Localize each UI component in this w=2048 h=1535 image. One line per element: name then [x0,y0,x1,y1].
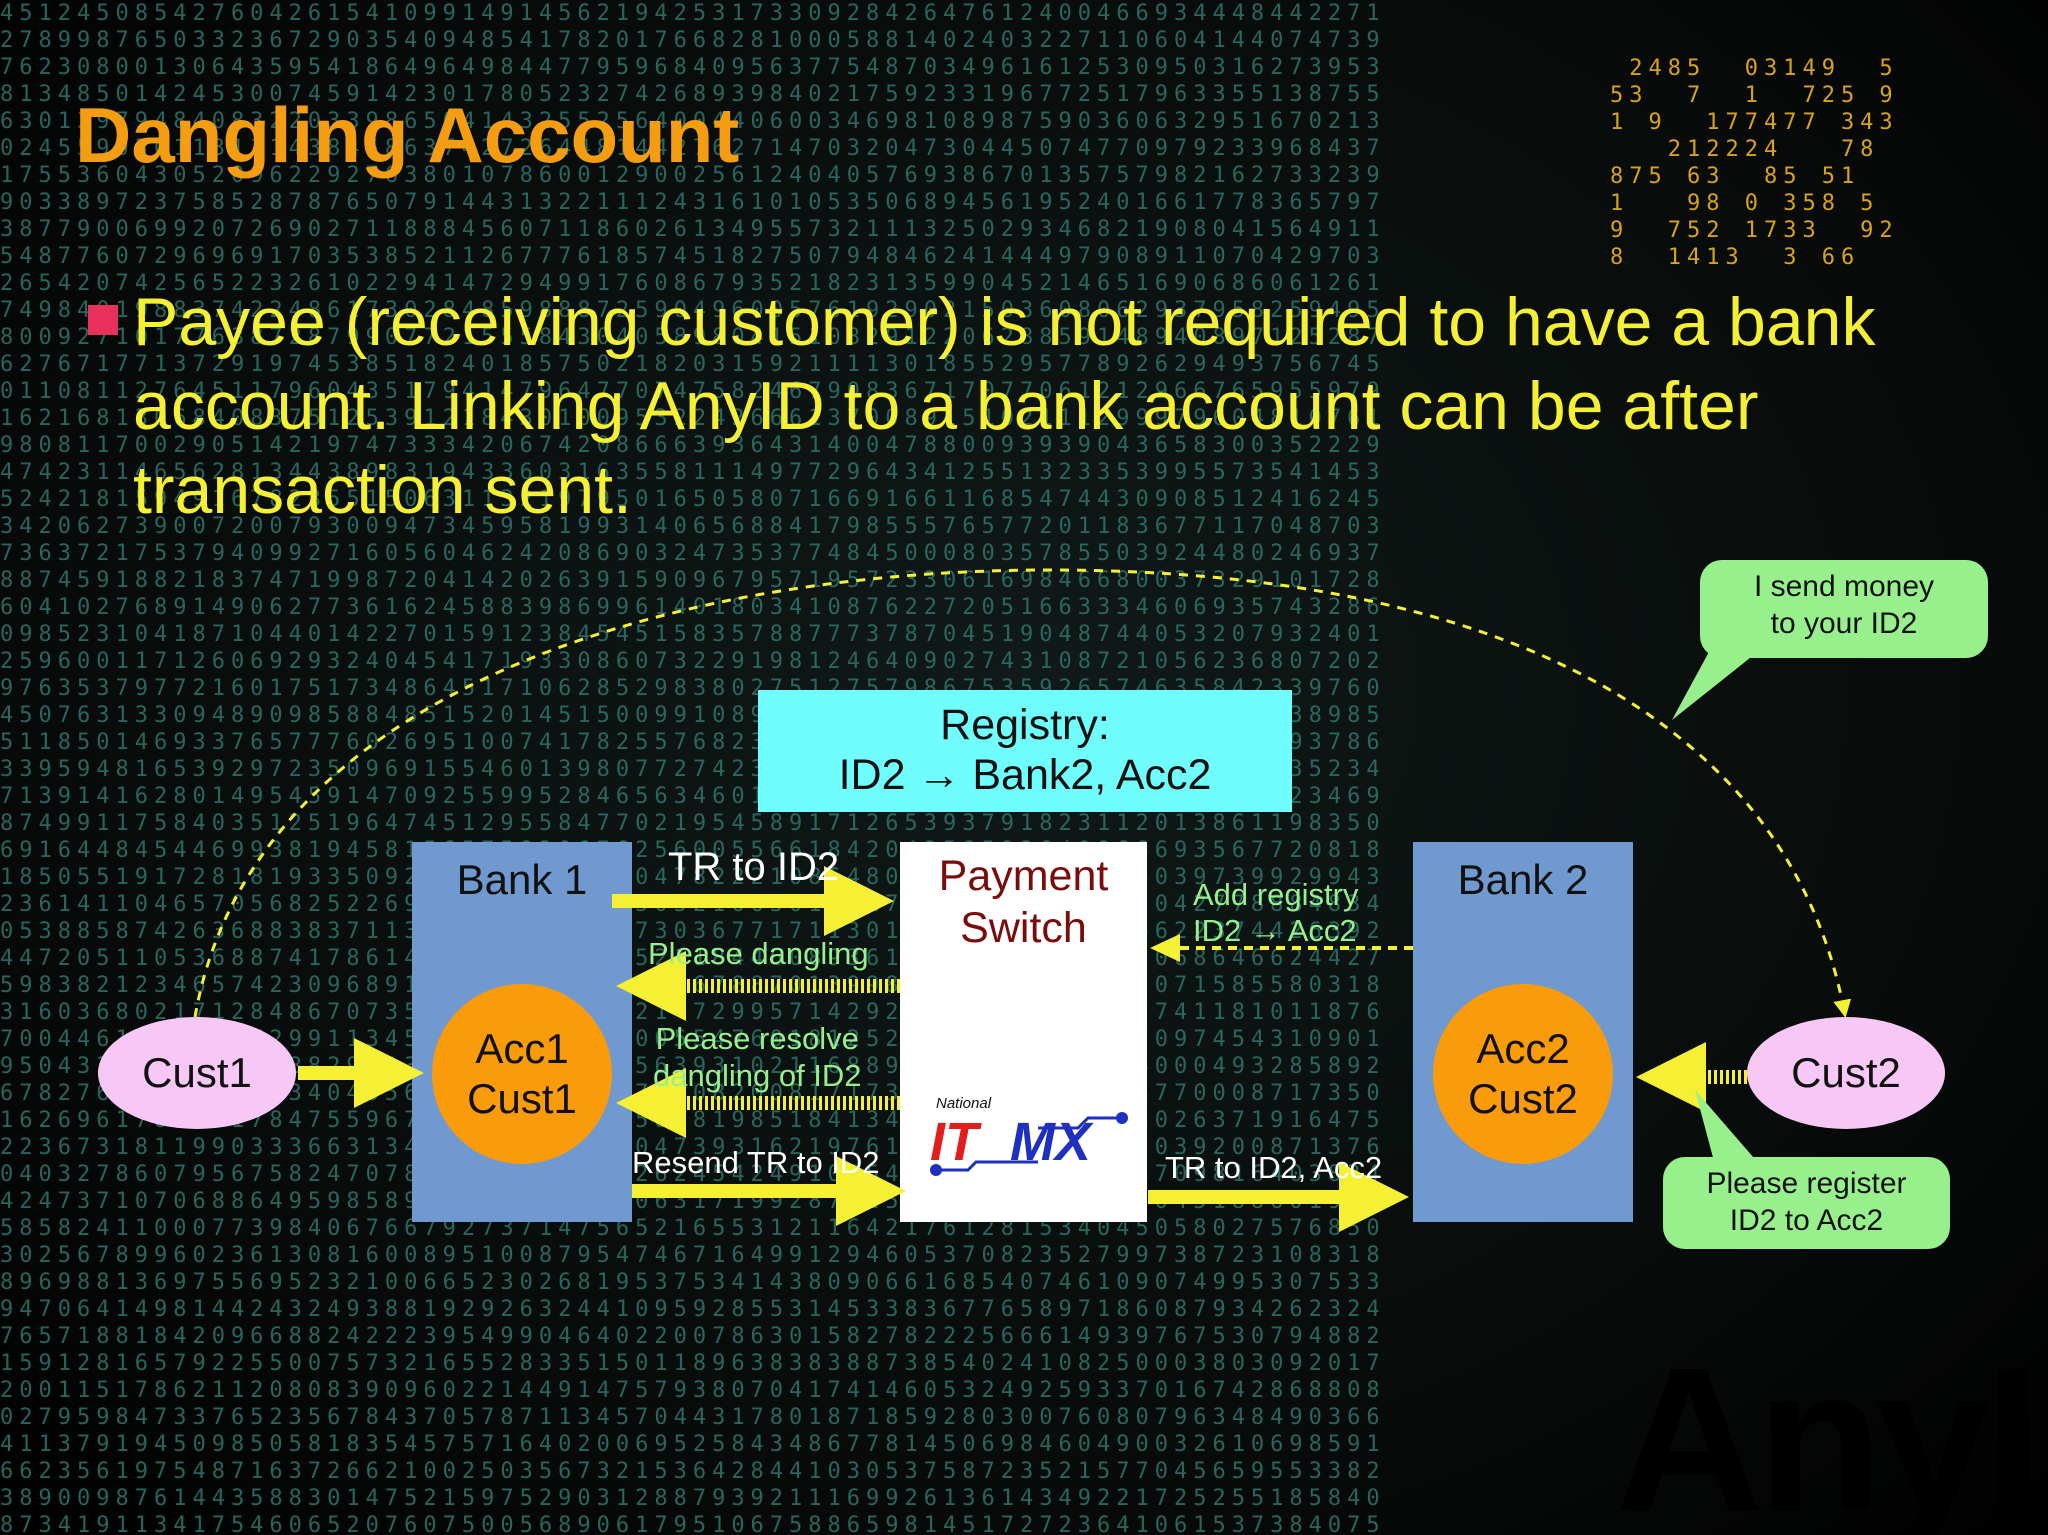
payment-switch-line2: Switch [960,904,1087,952]
acc1-label: Acc1 [475,1025,569,1072]
callout-send-money-line1: I send money [1753,570,1935,603]
label-resend-tr: Resend TR to ID2 [632,1145,880,1180]
itmx-circuit-line [936,1160,1038,1172]
registry-box: Registry: ID2 → Bank2, Acc2 [758,690,1292,812]
callout-please-register: Please register ID2 to Acc2 [1663,1157,1950,1249]
label-add-registry-line1: Add registry [1193,877,1359,912]
payment-switch-line1: Payment [938,852,1109,900]
registry-label: Registry: [940,701,1110,749]
itmx-it-text: IT [930,1112,982,1172]
bank1-title: Bank 1 [456,856,588,903]
itmx-mx-text: MX [1010,1112,1094,1172]
cust1-ellipse: Cust1 [98,1017,296,1129]
callout-please-register-line1: Please register [1706,1167,1907,1200]
acc2-label: Acc2 [1476,1025,1570,1072]
bullet-square-icon [88,305,118,335]
cust2-ellipse: Cust2 [1747,1017,1945,1129]
payment-switch-box: Payment Switch National IT MX [900,842,1147,1222]
bank1-box: Bank 1 Acc1 Cust1 [412,842,632,1222]
bank2-box: Bank 2 Acc2 Cust2 [1413,842,1633,1222]
bank2-title: Bank 2 [1457,856,1589,903]
itmx-circuit-line-top [1038,1116,1123,1130]
payment-switch-title: Payment Switch [900,850,1147,954]
label-tr-to-id2-acc2: TR to ID2, Acc2 [1165,1150,1383,1185]
itmx-dot-right [1116,1112,1128,1124]
label-add-registry: Add registry ID2 → Acc2 [1193,877,1358,949]
registry-mapping: ID2 → Bank2, Acc2 [838,751,1212,799]
bullet-text: Payee (receiving customer) is not requir… [133,284,1876,528]
itmx-national-text: National [936,1095,992,1112]
label-please-dangling: Please dangling [648,936,869,971]
label-tr-to-id2: TR to ID2 [668,845,840,889]
acc1-owner: Cust1 [467,1075,577,1122]
acc2-owner: Cust2 [1468,1075,1578,1122]
label-please-resolve-line1: Please resolve [655,1021,859,1056]
label-add-registry-line2: ID2 → Acc2 [1193,913,1357,948]
anyid-brand-mark: AnyID [1615,1345,2048,1535]
acc2-circle: Acc2 Cust2 [1433,984,1613,1164]
callout-send-money: I send money to your ID2 [1700,560,1988,658]
label-please-resolve-line2: dangling of ID2 [653,1058,862,1093]
callout-please-register-line2: ID2 to Acc2 [1729,1204,1884,1237]
digital-digits-logo: 2485 03149 5 53 7 1 725 9 1 9 177477 343… [1610,56,1899,265]
acc1-circle: Acc1 Cust1 [432,984,612,1164]
slide-title: Dangling Account [75,91,740,179]
callout-send-money-line2: to your ID2 [1770,607,1918,640]
itmx-logo: National IT MX [930,1095,1128,1176]
label-please-resolve: Please resolve dangling of ID2 [653,1020,862,1094]
itmx-dot-left [930,1164,942,1176]
